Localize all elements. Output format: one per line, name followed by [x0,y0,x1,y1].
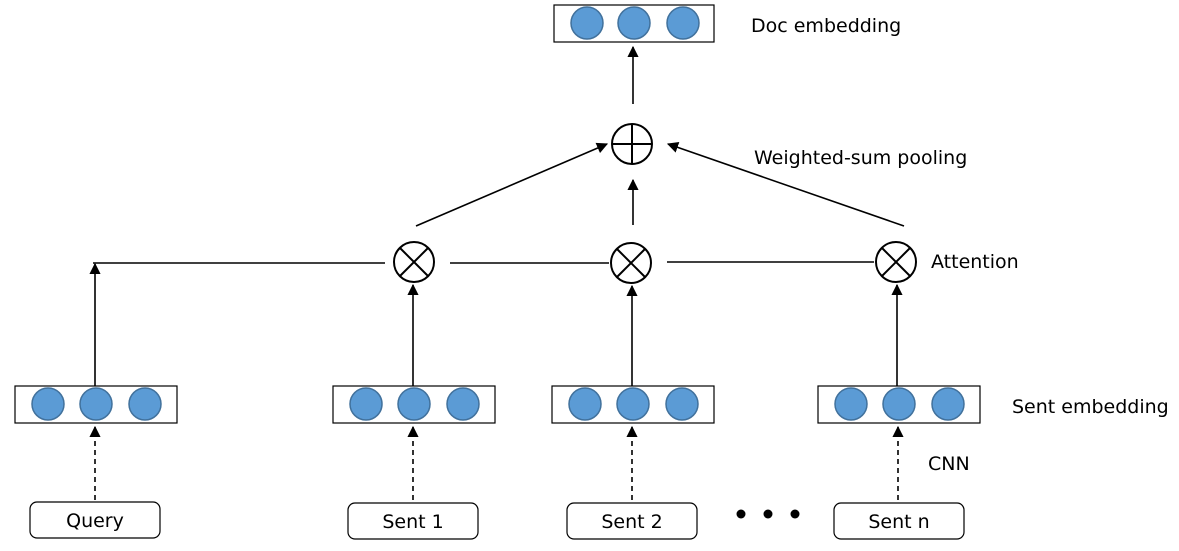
sent1-embedding-vector [332,385,496,424]
sent-embedding-label: Sent embedding [1012,396,1169,418]
weighted-sum-pooling-label: Weighted-sum pooling [754,147,967,169]
cnn-label: CNN [928,453,970,475]
doc-embedding-vector [553,4,715,43]
sum-operator [611,123,653,165]
input-sent1: Sent 1 [347,502,479,540]
multiply-operator-2 [610,242,652,284]
input-sentn-label: Sent n [868,511,929,533]
input-query-label: Query [66,510,124,532]
sent2-embedding-vector [551,385,715,424]
input-sent2-label: Sent 2 [601,511,662,533]
input-sentn: Sent n [833,502,965,540]
input-sent2: Sent 2 [566,502,698,540]
input-sent1-label: Sent 1 [382,511,443,533]
input-query: Query [29,501,161,539]
edge-mul1-to-sum [415,142,609,227]
query-embedding-vector [14,385,178,424]
edge-mul3-to-sum [666,142,905,227]
ellipsis-dots [736,509,800,519]
multiply-operator-3 [875,241,917,283]
sentn-embedding-vector [817,385,981,424]
multiply-operator-1 [393,241,435,283]
doc-embedding-label: Doc embedding [751,15,901,37]
attention-label: Attention [931,251,1019,273]
